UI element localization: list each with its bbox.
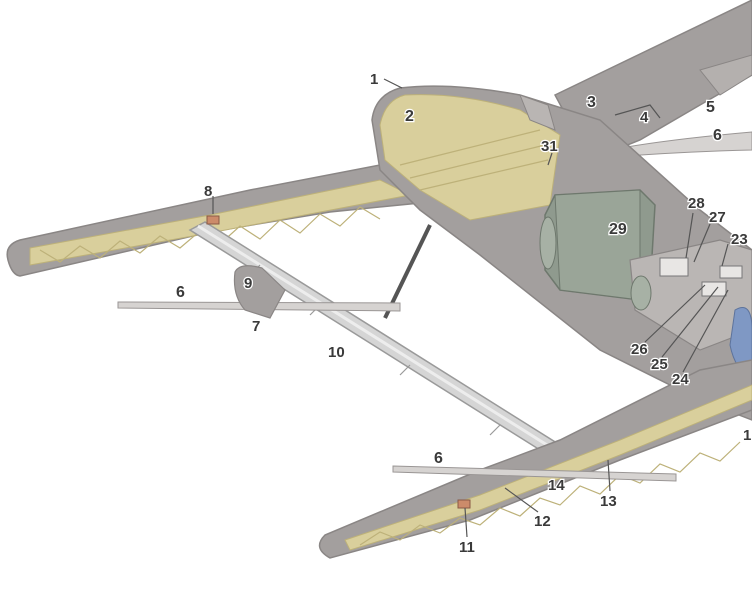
leader-lines (212, 78, 729, 538)
sponson-left (233, 265, 286, 319)
callout-6-upper-right: 6 (713, 127, 722, 144)
bracket-8 (206, 215, 220, 225)
callout-6-left: 6 (176, 284, 185, 301)
callout-28: 28 (688, 195, 705, 212)
fairing-strip-lower (392, 465, 677, 482)
callout-13: 13 (600, 493, 617, 510)
callout-23: 23 (731, 231, 748, 248)
callout-27: 27 (709, 209, 726, 226)
callouts: 1 2 3 4 5 6 6 6 7 8 9 10 11 12 13 14 23 … (175, 70, 752, 558)
callout-26: 26 (631, 341, 648, 358)
callout-1: 1 (370, 71, 378, 88)
callout-11: 11 (459, 539, 475, 556)
callout-5: 5 (706, 99, 715, 116)
callout-31: 31 (541, 138, 558, 155)
callout-1-right: 1 (743, 427, 751, 444)
bracket-11 (457, 499, 471, 509)
callout-9: 9 (244, 275, 252, 292)
callout-29: 29 (609, 221, 627, 238)
callout-10: 10 (328, 344, 345, 361)
left-wing (6, 164, 441, 277)
callout-4: 4 (640, 109, 649, 126)
callout-2: 2 (405, 108, 414, 125)
fuel-tank (539, 189, 656, 301)
callout-24: 24 (672, 371, 689, 388)
callout-25: 25 (651, 356, 668, 373)
callout-7: 7 (252, 318, 260, 335)
callout-6-lower: 6 (434, 450, 443, 467)
callout-8: 8 (204, 183, 212, 200)
callout-3: 3 (587, 94, 596, 111)
callout-14: 14 (548, 477, 565, 494)
callout-12: 12 (534, 513, 551, 530)
